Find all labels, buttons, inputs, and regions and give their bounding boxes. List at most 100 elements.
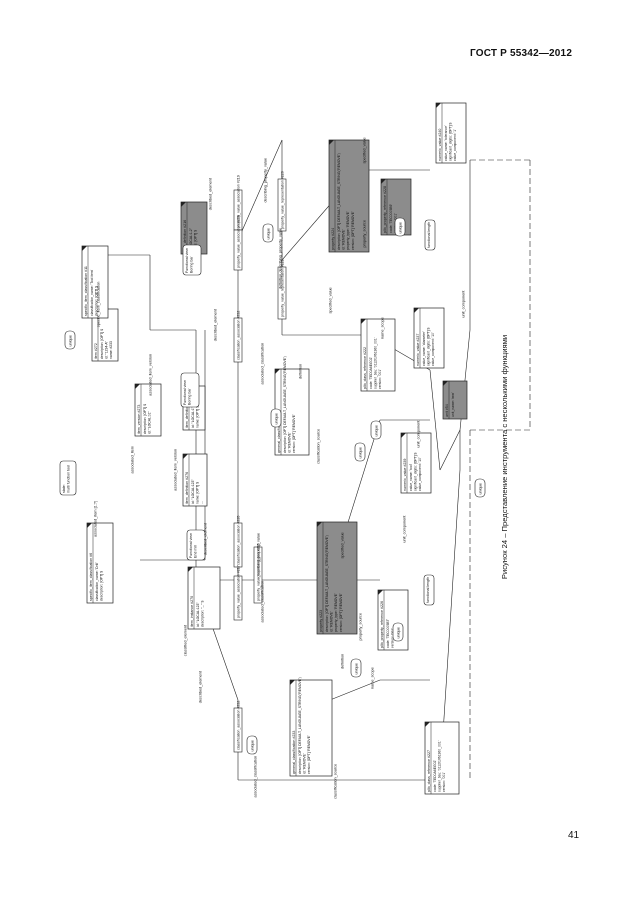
entity-attribute-text: name: [OPT] $ bbox=[196, 482, 200, 504]
relation-label: name_scope bbox=[380, 317, 384, 339]
entity-attribute-text: significant_digits: [OPT] $ bbox=[414, 452, 418, 491]
association-label: classification_association #232 bbox=[236, 311, 240, 360]
entity-header-text: plib_property_reference #226 bbox=[380, 601, 384, 648]
entity-box bbox=[316, 521, 358, 635]
entity-corner-marker bbox=[378, 590, 383, 595]
relation-label-text: property_source bbox=[358, 613, 362, 640]
entity-header-text: property #223 bbox=[319, 610, 323, 632]
entity-attribute-text: code: 'TED0A6EG02' bbox=[433, 760, 437, 792]
note-text: multi function tool bbox=[66, 465, 70, 493]
entity-attribute-text: description: [OPT] $ bbox=[100, 571, 104, 601]
entity-attribute-text: description: [OPT] DEFAULT_LANGUAGE_STRI… bbox=[298, 677, 302, 774]
entity-box bbox=[413, 307, 445, 369]
entity-attribute-text: description: [OPT] DEFAULT_LANGUAGE_STRI… bbox=[337, 153, 341, 250]
note-text: End mill bbox=[193, 545, 197, 558]
unique-tag-box bbox=[394, 217, 406, 237]
entity-attribute-text: value_name: 'diameter' bbox=[422, 331, 426, 366]
relation-connector bbox=[429, 369, 441, 471]
entity-box bbox=[400, 432, 432, 494]
entity-attribute-text: version: '001' bbox=[378, 369, 382, 389]
note-text: Functional view bbox=[183, 380, 187, 405]
relation-label-text: associated_item [1:?] bbox=[93, 501, 97, 537]
note-text: functional length bbox=[426, 577, 430, 603]
unique-tag-text: unique bbox=[274, 413, 278, 424]
unique-constraint-tag: unique bbox=[350, 658, 362, 678]
entity-corner-marker bbox=[329, 140, 334, 145]
relation-label: described_element bbox=[198, 670, 202, 703]
note-text: state: bbox=[62, 484, 66, 493]
relation-label: unit_component bbox=[402, 515, 406, 543]
entity-attribute-text: code: 'TED0A6EG02' bbox=[369, 357, 373, 389]
entity-attribute-text: property_type: 'REMOVE' bbox=[346, 211, 350, 250]
note-box bbox=[59, 460, 77, 496]
entity-attribute-text: id: 'REMOVE' bbox=[303, 753, 307, 774]
unique-tag-box bbox=[64, 330, 76, 350]
entity-box bbox=[134, 383, 162, 437]
relation-label: associated_classification bbox=[260, 343, 264, 385]
relation-label-text: definition bbox=[278, 274, 282, 289]
relation-label-text: unit_component bbox=[402, 515, 406, 543]
document-standard-header: ГОСТ Р 55342—2012 bbox=[470, 48, 573, 59]
entity-attribute-text: version: '001' bbox=[442, 772, 446, 792]
relation-label-text: classification_source bbox=[316, 429, 320, 464]
page-number: 41 bbox=[568, 830, 580, 841]
entity-attribute-text: value_name: 'tool' bbox=[409, 464, 413, 491]
note-box bbox=[186, 529, 206, 561]
association-box bbox=[253, 546, 263, 604]
entity-attribute-text: classification_name: 'Tool item' bbox=[90, 269, 94, 316]
entity-attribute-text: id: "LOCAL:123" bbox=[191, 479, 195, 504]
relation-label-text: definition bbox=[340, 654, 344, 669]
entity-box bbox=[424, 721, 460, 795]
relation-label-text: describing_property_value bbox=[263, 158, 267, 203]
entity-box bbox=[187, 566, 221, 630]
unique-tag-text: unique bbox=[396, 627, 400, 638]
note-text: functional length bbox=[427, 222, 431, 248]
entity-attribute-text: id: "LOCAL:123" bbox=[196, 602, 200, 627]
relation-label: specific_item_classification bbox=[96, 282, 100, 328]
entity-attribute-text: supplier_bsu: '0112/1//61360_001' bbox=[374, 337, 378, 389]
relation-label: unit_component bbox=[416, 420, 420, 448]
note-functional-length-2: functional length bbox=[424, 219, 436, 251]
unique-tag-box bbox=[474, 478, 486, 498]
unique-tag-box bbox=[262, 223, 274, 243]
property-value-association-3-box: property_value_association #218 bbox=[233, 215, 243, 271]
relation-label-text: described_element bbox=[208, 177, 212, 210]
association-label: property_value_association #217 bbox=[236, 565, 240, 618]
note-box bbox=[180, 372, 200, 408]
entity-box bbox=[86, 522, 114, 604]
entity-attribute-text: significant_digits: [OPT] $ bbox=[427, 327, 431, 366]
note-state: state:multi function tool bbox=[59, 460, 77, 496]
relation-label-text: described_element bbox=[203, 522, 207, 555]
relation-label: describing_property_value bbox=[256, 533, 260, 578]
relation-label: associated_item bbox=[130, 446, 134, 473]
property-value-representation-1-box: property_value_representation #225 bbox=[253, 543, 263, 604]
entity-corner-marker bbox=[183, 454, 188, 459]
entity-corner-marker bbox=[425, 722, 430, 727]
relation-label-text: associated_classification bbox=[260, 343, 264, 385]
entity-header-text: unit #54 bbox=[445, 404, 449, 417]
entity-box bbox=[328, 139, 370, 253]
relation-label-text: described_element bbox=[213, 308, 217, 341]
entity-attribute-text: name: [OPT] $ bbox=[194, 230, 198, 252]
property-value-representation-3-box: property_value_representation #221 bbox=[277, 259, 287, 320]
note-box bbox=[423, 574, 435, 606]
association-label: property_value_representation #220 bbox=[280, 171, 284, 229]
entity-box bbox=[81, 245, 109, 319]
relation-label: described_element bbox=[208, 177, 212, 210]
relation-label: specified_value bbox=[362, 137, 366, 163]
relation-label: describing_property_value bbox=[278, 228, 282, 273]
entity-attribute-text: description: [OPT] DEFAULT_LANGUAGE_STRI… bbox=[325, 535, 329, 632]
entity-box bbox=[360, 318, 396, 392]
relation-label: definition bbox=[298, 364, 302, 379]
unique-constraint-tag: unique bbox=[64, 330, 76, 350]
entity-header-text: item_definition #278 bbox=[185, 396, 189, 428]
relation-label-text: unit_component bbox=[461, 290, 465, 318]
entity-header-text: general_classification #276 bbox=[277, 410, 281, 453]
